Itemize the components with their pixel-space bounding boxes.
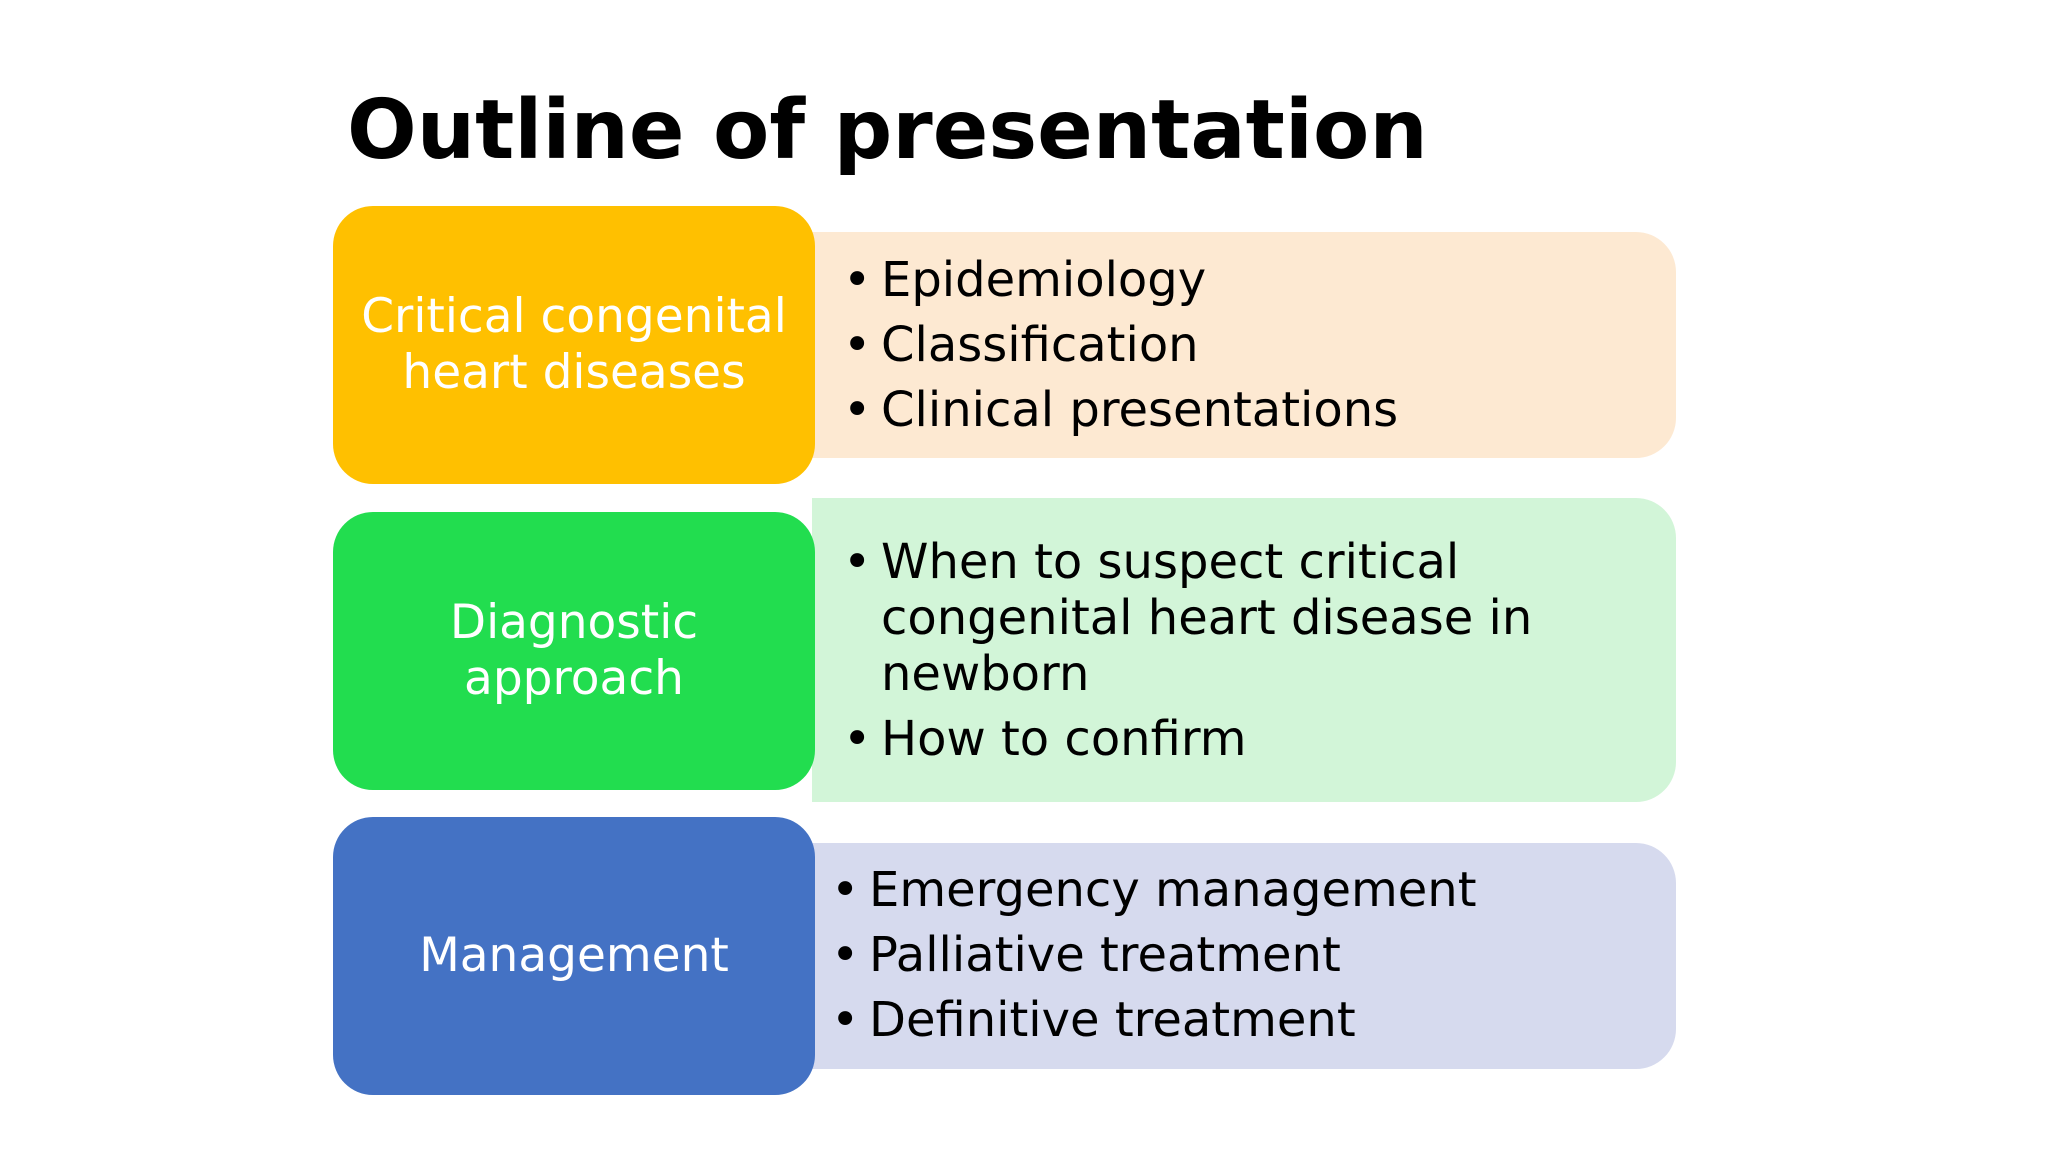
- section-label: Critical congenital heart diseases: [361, 289, 787, 400]
- list-item: •Clinical presentations: [843, 382, 1399, 438]
- bullet-icon: •: [831, 927, 860, 983]
- list-item: •Classification: [843, 317, 1199, 373]
- bullet-icon: •: [843, 534, 872, 590]
- bullet-icon: •: [831, 862, 860, 918]
- list-item: •How to confirm: [843, 711, 1247, 767]
- section-label-box: Management: [333, 817, 815, 1095]
- bullet-icon: •: [843, 382, 872, 438]
- slide-title: Outline of presentation: [347, 83, 1428, 178]
- section-label: Management: [419, 928, 729, 983]
- list-item: •Definitive treatment: [831, 992, 1356, 1048]
- section-content-box: [812, 498, 1676, 802]
- list-item: •Palliative treatment: [831, 927, 1341, 983]
- list-item: •When to suspect critical congenital hea…: [843, 534, 1533, 702]
- section-label: Diagnostic approach: [449, 595, 699, 706]
- section-content-box: [812, 232, 1676, 458]
- bullet-list: •When to suspect critical congenital hea…: [843, 534, 1532, 767]
- bullet-icon: •: [843, 252, 872, 308]
- section-content-box: [812, 843, 1676, 1069]
- bullet-list: •Epidemiology •Classification •Clinical …: [843, 252, 1398, 438]
- section-label-box: Critical congenital heart diseases: [333, 206, 815, 484]
- list-item: •Epidemiology: [843, 252, 1207, 308]
- section-label-box: Diagnostic approach: [333, 512, 815, 790]
- bullet-icon: •: [831, 992, 860, 1048]
- bullet-icon: •: [843, 317, 872, 373]
- bullet-list: •Emergency management •Palliative treatm…: [831, 862, 1477, 1048]
- bullet-icon: •: [843, 711, 872, 767]
- list-item: •Emergency management: [831, 862, 1477, 918]
